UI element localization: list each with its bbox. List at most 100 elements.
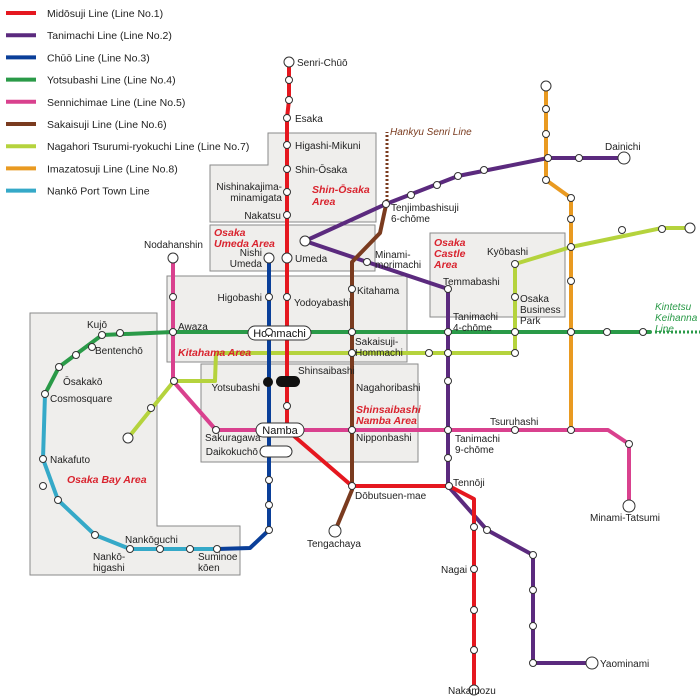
station-tan-1[interactable] [575, 154, 583, 162]
station-nanko-1[interactable] [186, 545, 194, 553]
station-chuo-2[interactable] [265, 501, 273, 509]
station-ima-4[interactable] [567, 194, 575, 202]
station-sakuragawa[interactable] [212, 426, 220, 434]
station-yot-e3[interactable] [639, 328, 647, 336]
station-tan-3[interactable] [480, 166, 488, 174]
station-mid-shinsaibashi-s[interactable] [283, 402, 291, 410]
station-senni-1[interactable] [169, 293, 177, 301]
station-mid-s3[interactable] [470, 646, 478, 654]
station-yot-e1[interactable] [567, 328, 575, 336]
station-senri-chuo[interactable] [283, 56, 295, 68]
station-tenjimbashisuji[interactable] [382, 200, 390, 208]
station-nakamozu[interactable] [468, 684, 480, 696]
station-tsuruhashi-ima[interactable] [567, 426, 575, 434]
station-chuo-1[interactable] [265, 476, 273, 484]
station-shin-osaka[interactable] [283, 165, 291, 173]
station-nagahori-3[interactable] [567, 243, 575, 251]
station-nankoguchi[interactable] [126, 545, 134, 553]
station-tan-8[interactable] [444, 377, 452, 385]
station-higashi-umeda[interactable] [299, 235, 311, 247]
station-nodahanshin[interactable] [167, 252, 179, 264]
station-sakaisuji-hommachi[interactable] [348, 328, 356, 336]
station-tan-6[interactable] [407, 191, 415, 199]
station-ima-1[interactable] [542, 105, 550, 113]
label-umeda: Umeda [295, 254, 328, 265]
station-nagahori-w3[interactable] [170, 377, 178, 385]
station-nagahori-1[interactable] [425, 349, 433, 357]
station-awaza[interactable] [169, 328, 177, 336]
station-nanko-higashi[interactable] [91, 531, 99, 539]
station-tan-11[interactable] [529, 551, 537, 559]
station-senni-e1[interactable] [625, 440, 633, 448]
station-dobutsuen-mae[interactable] [348, 482, 356, 490]
station-tan-14[interactable] [529, 659, 537, 667]
station-nakatsu[interactable] [283, 211, 291, 219]
station-bentencho[interactable] [88, 343, 96, 351]
station-temmabashi[interactable] [444, 285, 452, 293]
station-yot-obp[interactable] [511, 328, 519, 336]
station-tanimachi9[interactable] [444, 426, 452, 434]
station-kitahama[interactable] [348, 285, 356, 293]
station-yodoyabashi[interactable] [283, 293, 291, 301]
station-nagai[interactable] [470, 565, 478, 573]
station-dainichi[interactable] [617, 151, 631, 165]
station-mid-s2[interactable] [470, 606, 478, 614]
station-tan-9[interactable] [444, 454, 452, 462]
station-nagahori-w2[interactable] [147, 404, 155, 412]
station-nagahori-2[interactable] [511, 349, 519, 357]
station-nishinakajima[interactable] [283, 188, 291, 196]
station-umeda[interactable] [281, 252, 293, 264]
station-ima-2[interactable] [542, 130, 550, 138]
station-suminoe-koen[interactable] [213, 545, 221, 553]
station-nakafuto[interactable] [39, 455, 47, 463]
station-higashi-mikuni[interactable] [283, 141, 291, 149]
daikokucho-hub[interactable] [259, 445, 293, 458]
station-nanko-4[interactable] [39, 482, 47, 490]
station-tan-4[interactable] [454, 172, 462, 180]
station-nagahori-4[interactable] [618, 226, 626, 234]
station-nagahori-5[interactable] [658, 225, 666, 233]
station-minami-tatsumi[interactable] [622, 499, 636, 513]
station-mid-2[interactable] [285, 96, 293, 104]
station-nagahori-end[interactable] [684, 222, 696, 234]
station-bentencho-w[interactable] [72, 351, 80, 359]
station-kujo[interactable] [116, 329, 124, 337]
station-osakako[interactable] [55, 363, 63, 371]
station-ima-5[interactable] [567, 215, 575, 223]
station-mid-s1[interactable] [470, 523, 478, 531]
station-ima-n[interactable] [540, 80, 552, 92]
station-ima-3[interactable] [542, 176, 550, 184]
station-tsuruhashi[interactable] [511, 426, 519, 434]
station-obp[interactable] [511, 293, 519, 301]
station-chuo-3[interactable] [265, 526, 273, 534]
station-hommachi-chuo[interactable] [265, 328, 273, 336]
station-yaominami[interactable] [585, 656, 599, 670]
station-tan-7[interactable] [444, 349, 452, 357]
station-tan-10[interactable] [483, 526, 491, 534]
namba-hub[interactable] [255, 422, 305, 438]
station-tennoji[interactable] [445, 482, 453, 490]
station-tengachaya[interactable] [328, 524, 342, 538]
station-tan-12[interactable] [529, 586, 537, 594]
station-kyobashi[interactable] [511, 260, 519, 268]
station-tanimachi4[interactable] [444, 328, 452, 336]
hommachi-hub[interactable] [247, 325, 312, 341]
station-esaka[interactable] [283, 114, 291, 122]
station-tan-2[interactable] [544, 154, 552, 162]
station-higobashi[interactable] [265, 293, 273, 301]
station-tan-5[interactable] [433, 181, 441, 189]
station-nagahori-w[interactable] [122, 432, 134, 444]
station-mid-1[interactable] [285, 76, 293, 84]
station-nanko-2[interactable] [156, 545, 164, 553]
station-tan-13[interactable] [529, 622, 537, 630]
station-nishi-umeda[interactable] [263, 252, 275, 264]
station-ima-6[interactable] [567, 277, 575, 285]
label-shin-osaka: Shin-Ōsaka [295, 164, 348, 176]
station-kujo-w[interactable] [98, 331, 106, 339]
station-minami-morimachi[interactable] [363, 258, 371, 266]
station-cosmosquare[interactable] [41, 390, 49, 398]
station-nagahoribashi[interactable] [348, 349, 356, 357]
station-nipponbashi[interactable] [348, 426, 356, 434]
station-nanko-3[interactable] [54, 496, 62, 504]
station-yot-e2[interactable] [603, 328, 611, 336]
